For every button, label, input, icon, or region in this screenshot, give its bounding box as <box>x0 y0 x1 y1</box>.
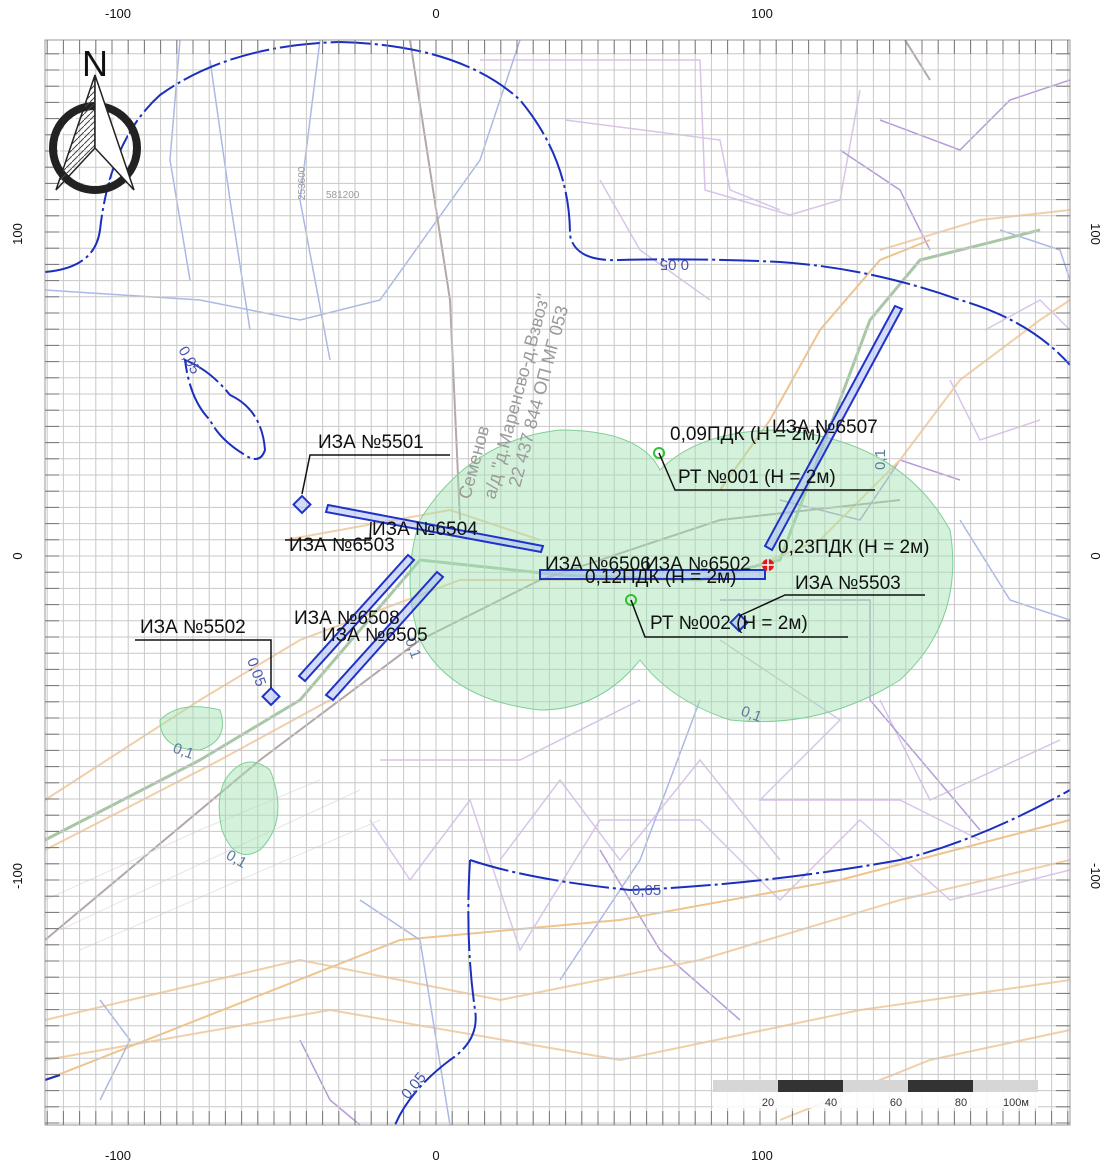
value-rt002: 0,12ПДК (Н = 2м) <box>585 567 737 588</box>
leader-lines <box>135 452 925 688</box>
north-arrow: N <box>49 43 141 194</box>
map-number-581200: 581200 <box>326 190 360 201</box>
coordinate-grid <box>45 40 1070 1125</box>
y-tick-left-bottom: -100 <box>10 863 25 889</box>
north-letter: N <box>82 43 108 84</box>
source-marker-6505[interactable] <box>324 570 445 702</box>
source-marker-5501[interactable] <box>292 494 312 515</box>
basemap-road-orange <box>45 239 1070 1081</box>
y-tick-right-bottom: -100 <box>1088 863 1103 889</box>
calc-points <box>625 447 774 606</box>
scale-label-bg <box>713 1092 1038 1108</box>
scale-label-100: 100м <box>1003 1097 1029 1109</box>
point-labels: 0,09ПДК (Н = 2м) РТ №001 (Н = 2м) 0,12ПД… <box>585 424 930 634</box>
source-marker-5502[interactable] <box>261 686 281 707</box>
label-iza5503[interactable]: ИЗА №5503 <box>795 573 901 594</box>
y-tick-right-top: 100 <box>1088 223 1103 245</box>
y-tick-right-center: 0 <box>1088 552 1103 559</box>
scale-label-20: 20 <box>762 1097 774 1109</box>
iso-label-bottom: 0,05 <box>632 882 661 899</box>
scale-bar: 20 40 60 80 100м <box>713 1080 1038 1109</box>
value-max: 0,23ПДК (Н = 2м) <box>778 537 930 558</box>
source-marker-6508[interactable] <box>297 553 416 683</box>
max-point-cross <box>762 559 774 571</box>
source-marker-6507[interactable] <box>763 304 904 552</box>
map-background <box>45 40 1070 1125</box>
label-iza6503[interactable]: ИЗА №6503 <box>289 535 395 556</box>
frame-ticks <box>45 40 1070 1125</box>
iso-label-top: 0,05 <box>660 256 689 273</box>
scale-seg-1 <box>713 1080 778 1092</box>
rt001-point[interactable] <box>653 447 665 459</box>
source-marker-6504[interactable] <box>324 503 545 554</box>
x-tick-bottom-left: -100 <box>105 1148 131 1163</box>
scale-label-80: 80 <box>955 1097 967 1109</box>
label-iza6508[interactable]: ИЗА №6508 <box>294 608 400 629</box>
source-marker-5503[interactable] <box>729 612 749 633</box>
y-tick-left-center: 0 <box>10 552 25 559</box>
label-iza6507[interactable]: ИЗА №6507 <box>772 417 878 438</box>
source-marker-6506[interactable] <box>539 569 766 580</box>
scale-seg-5 <box>973 1080 1038 1092</box>
scale-label-60: 60 <box>890 1097 902 1109</box>
label-rt002[interactable]: РТ №002 (Н = 2м) <box>650 613 808 634</box>
x-tick-top-left: -100 <box>105 6 131 21</box>
iso-label-01-d: 0,1 <box>401 636 424 661</box>
map-frame <box>44 39 1071 1126</box>
label-iza6502[interactable]: ИЗА №6502 <box>645 554 751 575</box>
label-rt001[interactable]: РТ №001 (Н = 2м) <box>678 467 836 488</box>
north-arrow-right <box>94 74 135 191</box>
y-tick-left-top: 100 <box>10 223 25 245</box>
label-iza6506[interactable]: ИЗА №6506 <box>545 554 651 575</box>
label-iza5502[interactable]: ИЗА №5502 <box>140 617 246 638</box>
source-markers <box>261 304 904 707</box>
scale-seg-2 <box>778 1080 843 1092</box>
isoline-labels: 0,05 0,05 0,05 0,05 0,05 0,1 0,1 0,1 0,1… <box>171 256 889 1103</box>
rt002-point[interactable] <box>625 594 637 606</box>
source-labels: ИЗА №5501 ИЗА №5502 ИЗА №5503 ИЗА №6502 … <box>140 417 901 646</box>
basemap-lines-violet <box>299 79 1070 1125</box>
x-tick-top-right: 100 <box>751 6 773 21</box>
basemap-layer <box>45 40 1070 1125</box>
x-tick-bottom-center: 0 <box>432 1148 439 1163</box>
scale-label-40: 40 <box>825 1097 837 1109</box>
iso-label-01-e: 0,1 <box>872 449 889 470</box>
label-iza6505[interactable]: ИЗА №6505 <box>322 625 428 646</box>
scale-seg-4 <box>908 1080 973 1092</box>
value-rt001: 0,09ПДК (Н = 2м) <box>670 424 822 445</box>
map-number-253600: 253600 <box>297 166 308 200</box>
basemap-road-grey <box>45 40 931 941</box>
scale-seg-3 <box>843 1080 908 1092</box>
label-iza6504[interactable]: ИЗА №6504 <box>372 519 478 540</box>
iso-label-01-a: 0,1 <box>171 740 196 763</box>
iso-label-01-c: 0,1 <box>739 703 764 726</box>
label-iza5501[interactable]: ИЗА №5501 <box>318 432 424 453</box>
x-tick-top-center: 0 <box>432 6 439 21</box>
axis-labels: -100 0 100 -100 0 100 100 0 -100 100 0 -… <box>10 6 1103 1163</box>
x-tick-bottom-right: 100 <box>751 1148 773 1163</box>
